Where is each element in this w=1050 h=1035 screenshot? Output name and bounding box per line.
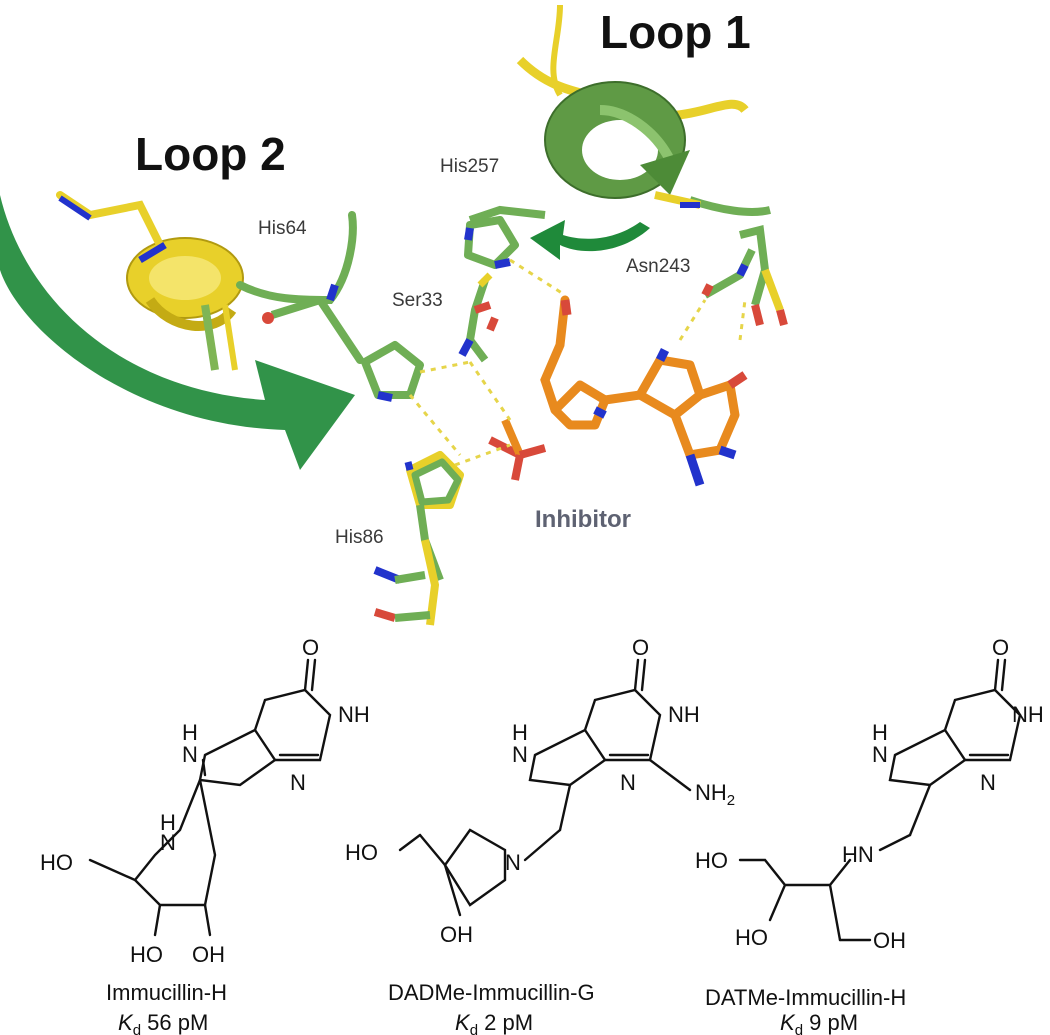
atom-label: NH2 [695,780,735,809]
his64-label: His64 [258,218,307,239]
atom-label: O [302,635,319,660]
ser33-label: Ser33 [392,290,443,311]
atom-label: HN [842,842,874,867]
atom-label: H [872,720,888,745]
kd-value: Kd 2 pM [455,1010,533,1035]
atom-label: N [160,830,176,855]
atom-label: HO [735,925,768,950]
compound-immucillin-h: O H N NH N N H HO HO OH Immucillin-H Kd … [40,635,370,1035]
atom-label: HO [130,942,163,967]
inhibitor-molecule [540,295,748,487]
atom-label: H [160,810,176,835]
atom-label: NH [1012,702,1044,727]
compound-name: DATMe-Immucillin-H [705,985,906,1010]
asn243-label: Asn243 [626,256,690,277]
his257-label: His257 [440,156,499,177]
ser33-side-chain [465,278,489,363]
atom-label: OH [440,922,473,947]
atom-label: OH [192,942,225,967]
atom-label: N [620,770,636,795]
inhibitor-label: Inhibitor [535,506,631,533]
atom-label: H [182,720,198,745]
atom-label: N [512,742,528,767]
his86-label: His86 [335,527,384,548]
atom-label: N [182,742,198,767]
loop1-helix [516,4,771,216]
atom-label: N [505,850,521,875]
loop2-helix [126,237,244,371]
atom-label: HO [40,850,73,875]
atom-label: NH [338,702,370,727]
hydrogen-bonds [408,258,747,467]
atom-label: N [980,770,996,795]
compound-name: DADMe-Immucillin-G [388,980,595,1005]
atom-label: O [992,635,1009,660]
protein-structure-panel: Loop 1 Loop 2 His257 His64 Ser33 Asn243 … [0,4,788,626]
loop2-label: Loop 2 [135,128,286,180]
loop1-label: Loop 1 [600,6,751,58]
his257-imidazole [464,216,519,269]
loop2-movement-arrow [0,195,355,470]
compound-dadme-immucillin-g: O H N NH N NH2 N HO OH DADMe-Immucillin-… [345,635,735,1035]
kd-value: Kd 9 pM [780,1010,858,1035]
his64-imidazole [361,341,424,399]
atom-label: HO [345,840,378,865]
atom-label: N [872,742,888,767]
kd-value: Kd 56 pM [118,1010,208,1035]
his86-side-chain [373,451,464,626]
atom-label: H [512,720,528,745]
atom-label: OH [873,928,906,953]
loop1-movement-arrow [530,220,650,260]
atom-label: NH [668,702,700,727]
atom-label: O [632,635,649,660]
atom-label: HO [695,848,728,873]
compound-name: Immucillin-H [106,980,227,1005]
phosphate [488,418,547,481]
compound-datme-immucillin-h: O H N NH N HN HO HO OH DATMe-Immucillin-… [695,635,1044,1035]
atom-label: N [290,770,306,795]
